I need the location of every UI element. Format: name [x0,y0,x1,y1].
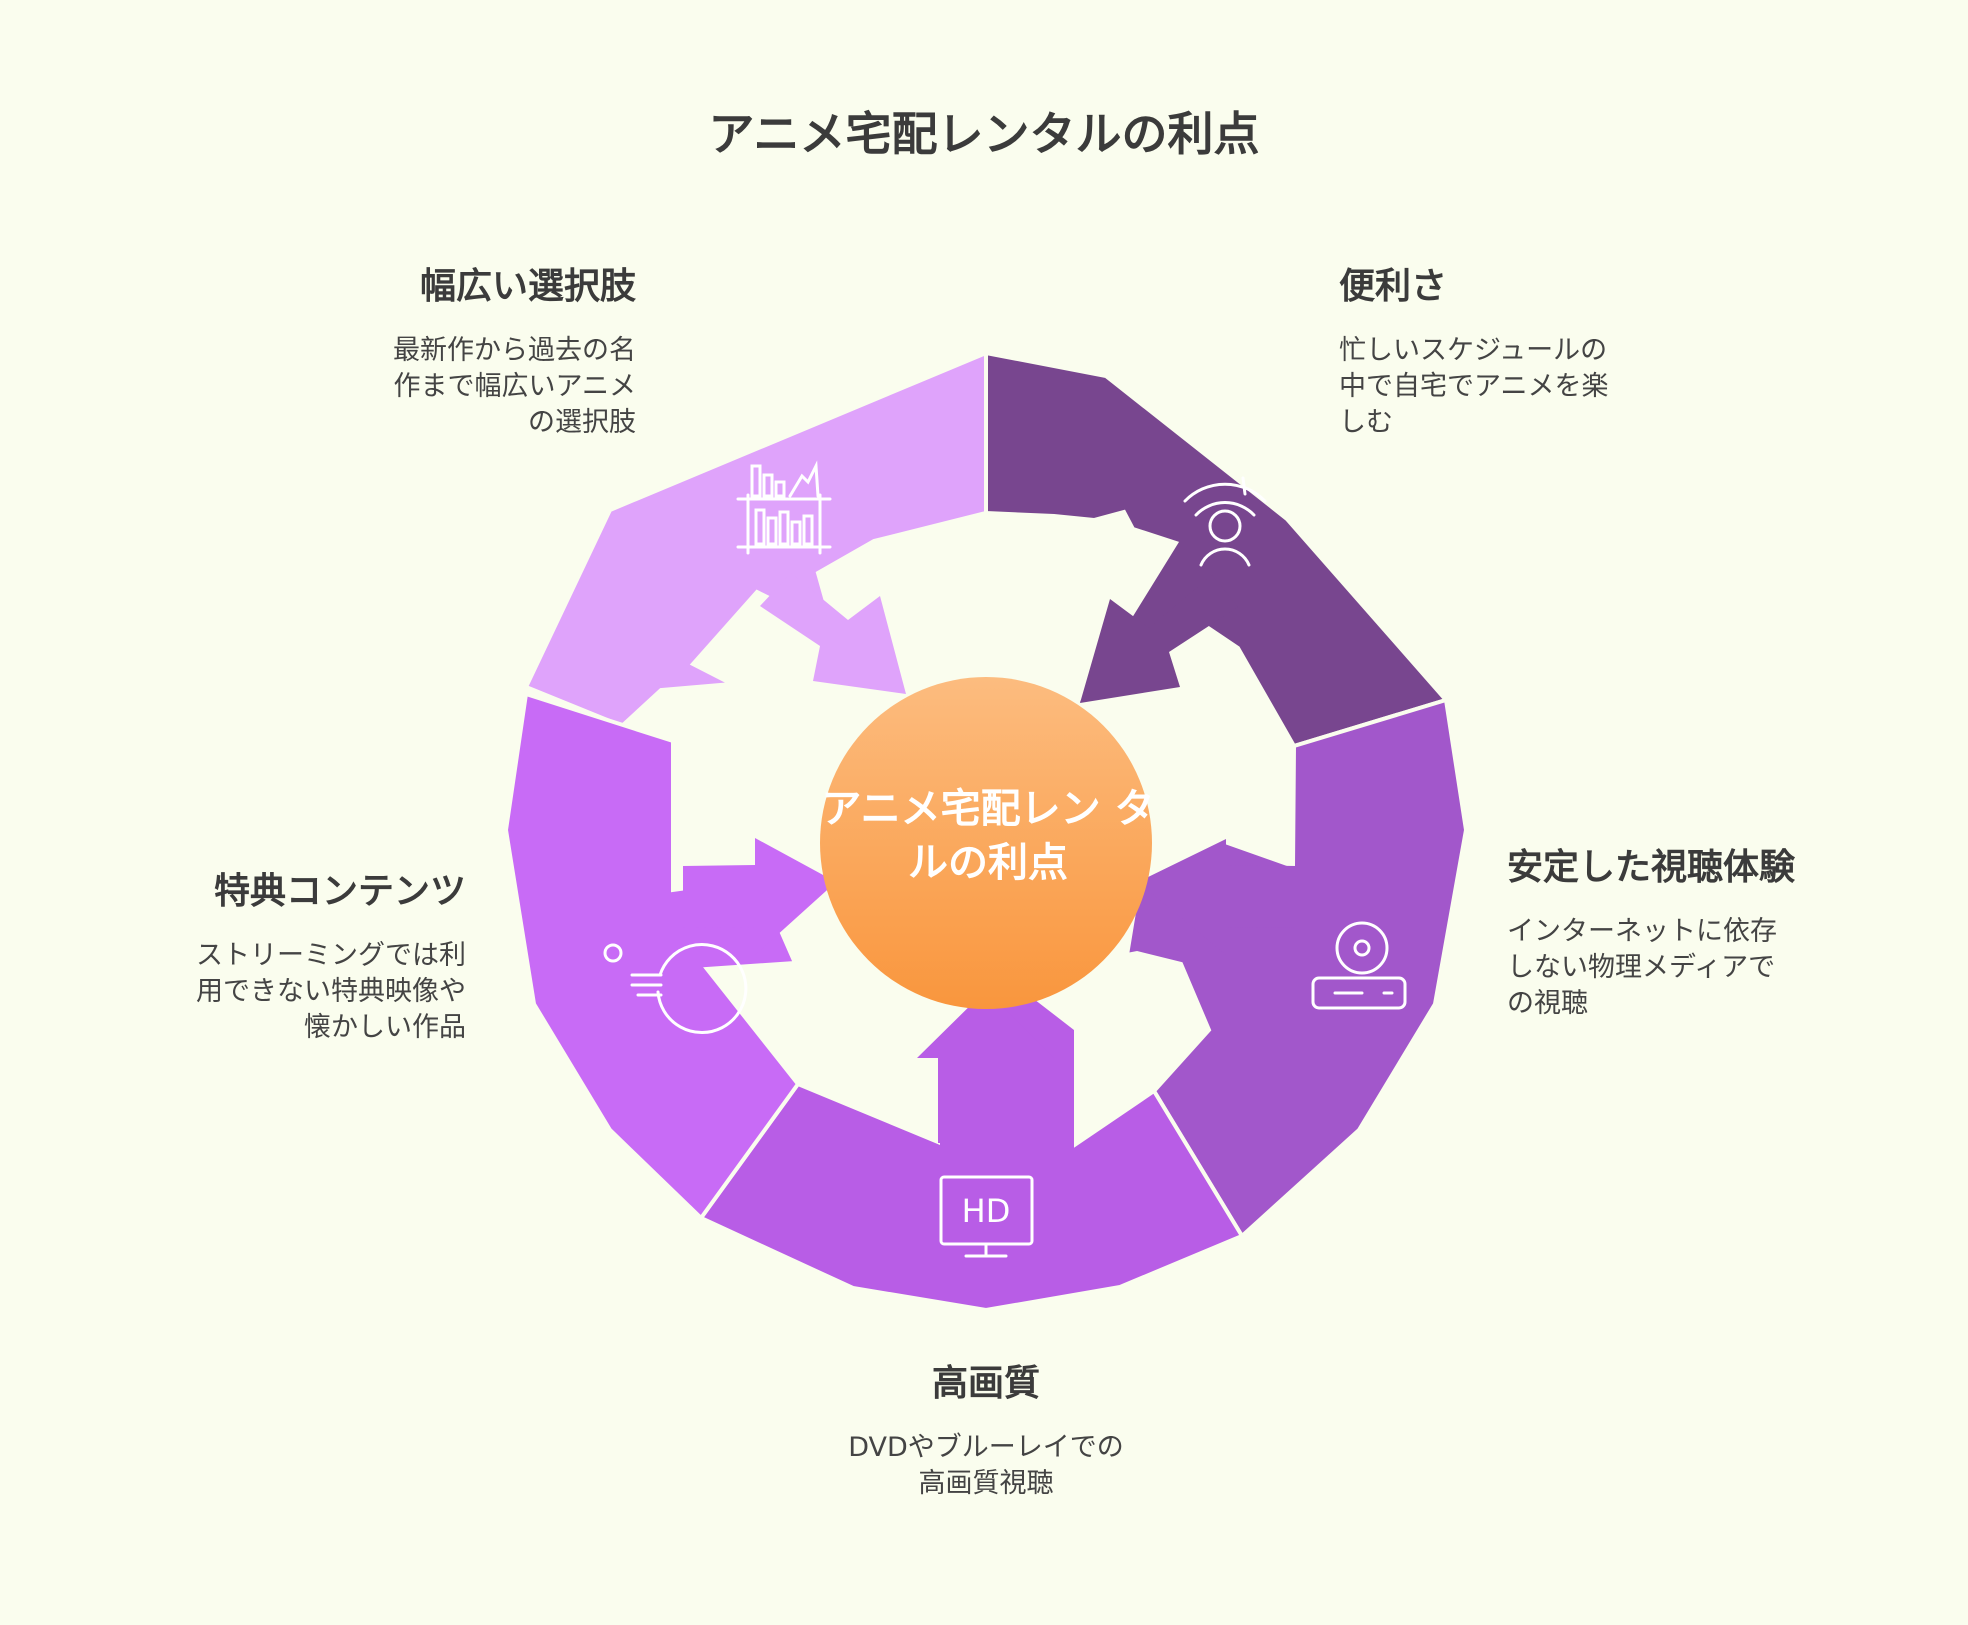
segment-hq-text: 高画質 DVDやブルーレイでの高画質視聴 [836,1362,1136,1502]
bookshelf-chart-icon [736,460,832,555]
segment-stable-text: 安定した視聴体験 インターネットに依存しない物理メディアでの視聴 [1507,846,1797,1022]
segment-bonus-description: ストリーミングでは利用できない特典映像や懐かしい作品 [196,940,466,1043]
diagram-title: アニメ宅配レンタルの利点 [708,107,1260,161]
segment-wide-description: 最新作から過去の名作まで幅広いアニメの選択肢 [393,335,636,438]
segment-convenience-heading: 便利さ [1339,266,1448,307]
segment-stable-heading: 安定した視聴体験 [1507,847,1796,888]
hd-text: HD [962,1192,1011,1230]
disc-player-icon [1311,921,1407,1010]
segment-wide-text: 幅広い選択肢 最新作から過去の名作まで幅広いアニメの選択肢 [370,265,636,441]
arrow-from-bonus [683,838,836,955]
arrow-from-stable [1138,839,1296,955]
segment-stable-description: インターネットに依存しない物理メディアでの視聴 [1507,916,1777,1019]
segment-wide-heading: 幅広い選択肢 [419,266,636,307]
center-circle [820,677,1152,1009]
segment-bonus-content [503,691,801,1222]
hd-monitor-icon: HD [939,1175,1034,1258]
segment-convenience-text: 便利さ 忙しいスケジュールの中で自宅でアニメを楽しむ [1339,265,1615,441]
arrow-from-convenience [1080,575,1238,703]
segment-hq-heading: 高画質 [931,1363,1040,1404]
arrow-from-wide [760,573,906,694]
segment-hq-description: DVDやブルーレイでの高画質視聴 [848,1432,1124,1499]
segment-bonus-heading: 特典コンテンツ [213,871,466,912]
person-signal-icon [1183,476,1267,567]
center-label-text: アニメ宅配レン タルの利点 [821,786,1155,886]
arrow-from-hq [917,990,1054,1143]
segment-stable-viewing [1124,697,1469,1240]
segment-bonus-text: 特典コンテンツ ストリーミングでは利用できない特典映像や懐かしい作品 [190,870,466,1046]
segment-convenience-description: 忙しいスケジュールの中で自宅でアニメを楽しむ [1339,335,1609,438]
center-label: アニメ宅配レン タルの利点 [820,782,1156,890]
disc-icon [603,943,748,1035]
